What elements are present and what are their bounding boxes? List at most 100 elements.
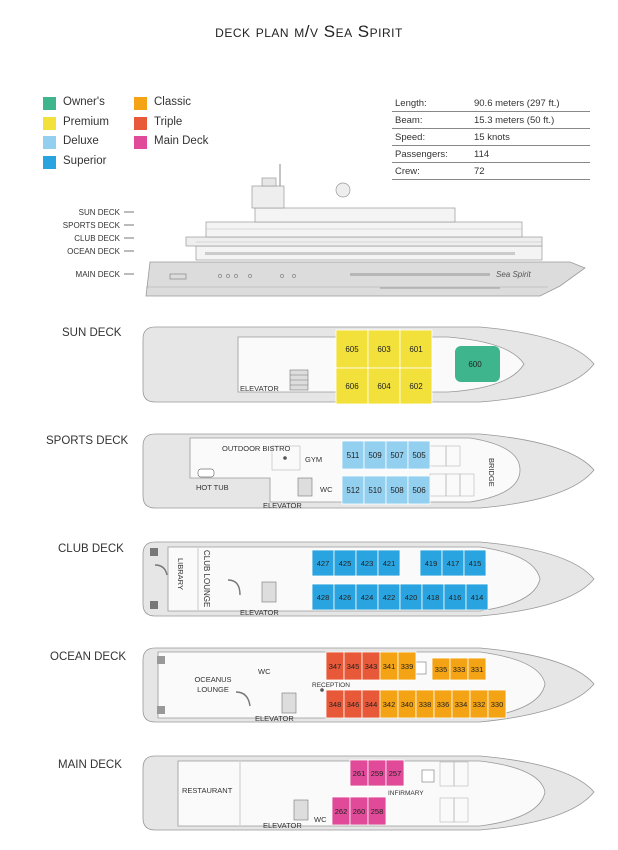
cabin-number: 340: [401, 700, 414, 709]
sports-gym-label: GYM: [305, 455, 322, 464]
deck-heading-ocean: OCEAN DECK: [50, 651, 127, 663]
spec-row: Speed:15 knots: [392, 128, 590, 146]
cabin-number: 347: [329, 662, 342, 671]
cabin-number: 601: [409, 345, 423, 354]
page-title: deck plan m/v Sea Spirit: [215, 22, 403, 41]
spec-label: Length:: [392, 95, 466, 112]
cabin-number: 421: [383, 559, 396, 568]
spec-label: Speed:: [392, 128, 466, 146]
cabin-number: 509: [368, 451, 382, 460]
cabin-number: 417: [447, 559, 460, 568]
cabin-number: 343: [365, 662, 378, 671]
cabin-number: 258: [371, 807, 384, 816]
cabin-number: 510: [368, 486, 382, 495]
legend-swatch-classic: [134, 97, 147, 110]
profile-label-sun-deck: SUN DECK: [78, 208, 120, 217]
legend-label-deluxe: Deluxe: [63, 135, 99, 147]
spec-row: Beam:15.3 meters (50 ft.): [392, 111, 590, 129]
spec-value: 15.3 meters (50 ft.): [465, 111, 590, 129]
spec-row: Crew:72: [392, 162, 590, 180]
cabin-number: 416: [449, 593, 462, 602]
cabin-number: 606: [345, 382, 359, 391]
cabin-number: 602: [409, 382, 423, 391]
cabin-block: [463, 549, 487, 577]
spec-value: 15 knots: [465, 128, 590, 146]
cabin-number: 426: [339, 593, 352, 602]
sun-elevator-label: ELEVATOR: [240, 384, 279, 393]
cabin-number: 418: [427, 593, 440, 602]
cabin-number: 346: [347, 700, 360, 709]
main-deck-plan: [142, 755, 595, 831]
cabin-number: 345: [347, 662, 360, 671]
club-lounge-label: CLUB LOUNGE: [202, 550, 211, 607]
cabin-number: 257: [389, 769, 402, 778]
cabin-number: 341: [383, 662, 396, 671]
cabin-number: 336: [437, 700, 450, 709]
deck-heading-main: MAIN DECK: [58, 759, 122, 771]
sports-hot-tub-label: HOT TUB: [196, 483, 229, 492]
cabin-number: 505: [412, 451, 426, 460]
deck-heading-sun: SUN DECK: [62, 327, 122, 339]
profile-label-main-deck: MAIN DECK: [75, 270, 120, 279]
hull-name: Sea Spirit: [496, 270, 531, 279]
cabin-block: [465, 583, 489, 611]
legend-label-triple: Triple: [154, 116, 183, 128]
cabin-block: [367, 329, 401, 369]
cabin-number: 427: [317, 559, 330, 568]
sports-deck-plan: [142, 433, 595, 509]
cabin-number: 428: [317, 593, 330, 602]
profile-label-ocean-deck: OCEAN DECK: [67, 247, 120, 256]
legend-swatch-owners: [43, 97, 56, 110]
club-elevator-label: ELEVATOR: [240, 608, 279, 617]
cabin-number: 425: [339, 559, 352, 568]
legend-label-premium: Premium: [63, 116, 110, 128]
cabin-number: 261: [353, 769, 366, 778]
cabin-number: 260: [353, 807, 366, 816]
cabin-block: [335, 367, 369, 405]
cabin-number: 424: [361, 593, 374, 602]
ocean-reception-label: RECEPTION: [312, 682, 350, 689]
cabin-number: 605: [345, 345, 359, 354]
legend-label-main-deck: Main Deck: [154, 135, 209, 147]
cabin-number: 508: [390, 486, 404, 495]
cabin-number: 339: [401, 662, 414, 671]
ship-specs-table: Length:90.6 meters (297 ft.) Beam:15.3 m…: [392, 95, 590, 180]
main-restaurant-label: RESTAURANT: [182, 786, 233, 795]
legend-swatch-triple: [134, 117, 147, 130]
cabin-number: 511: [347, 451, 360, 460]
cabin-number: 330: [491, 700, 504, 709]
cabin-number: 414: [471, 593, 484, 602]
cabin-number: 507: [390, 451, 404, 460]
cabin-block: [367, 796, 387, 826]
sports-wc-label: WC: [320, 485, 333, 494]
cabin-number: 332: [473, 700, 486, 709]
profile-label-club-deck: CLUB DECK: [74, 234, 120, 243]
cabin-number: 342: [383, 700, 396, 709]
deck-heading-club: CLUB DECK: [58, 543, 124, 555]
cabin-block: [467, 657, 487, 681]
legend-swatch-deluxe: [43, 136, 56, 149]
spec-row: Passengers:114: [392, 145, 590, 163]
spec-value: 72: [465, 162, 590, 180]
sports-outdoor-bistro-label: OUTDOOR BISTRO: [222, 444, 291, 453]
spec-row: Length:90.6 meters (297 ft.): [392, 95, 590, 112]
sports-elevator-label: ELEVATOR: [263, 501, 302, 510]
cabin-block: [377, 549, 401, 577]
spec-label: Beam:: [392, 111, 466, 129]
spec-label: Crew:: [392, 162, 466, 180]
ship-profile-drawing: Sea Spirit: [124, 164, 586, 297]
cabin-number: 420: [405, 593, 418, 602]
cabin-block: [385, 759, 405, 787]
spec-label: Passengers:: [392, 145, 466, 163]
cabin-block: [399, 367, 433, 405]
cabin-block: [397, 651, 417, 681]
cabin-block: [407, 440, 431, 470]
cabin-number: 344: [365, 700, 378, 709]
cabin-number: 512: [346, 486, 360, 495]
cabin-number: 415: [469, 559, 482, 568]
cabin-number: 331: [471, 665, 484, 674]
main-elevator-label: ELEVATOR: [263, 821, 302, 830]
cabin-number: 259: [371, 769, 384, 778]
